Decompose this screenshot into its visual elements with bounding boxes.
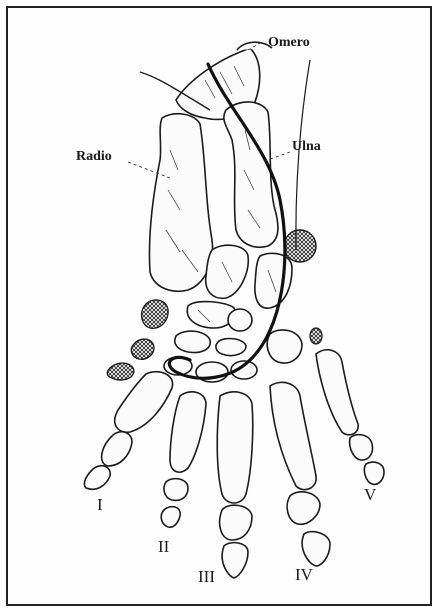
digit-label-iii: III bbox=[198, 567, 215, 586]
pisiform-bone bbox=[284, 230, 316, 262]
digit-ii-bones bbox=[161, 392, 206, 527]
digit-label-v: V bbox=[364, 485, 377, 504]
digit-v-bones bbox=[316, 350, 384, 485]
sesamoid-bone-4 bbox=[310, 328, 322, 344]
limb-outline-right bbox=[296, 60, 310, 250]
sesamoid-bone-2 bbox=[131, 339, 154, 359]
sesamoid-bone-1 bbox=[142, 300, 169, 328]
digit-iii-bones bbox=[217, 392, 253, 578]
digit-label-iv: IV bbox=[295, 565, 314, 584]
digit-label-ii: II bbox=[158, 537, 170, 556]
label-radius: Radio bbox=[76, 149, 112, 164]
radius-bone bbox=[149, 114, 212, 291]
label-ulna: Ulna bbox=[292, 139, 321, 154]
label-humerus: Omero bbox=[268, 35, 310, 50]
digit-iv-bones bbox=[270, 382, 330, 566]
digit-label-i: I bbox=[97, 495, 103, 514]
digit-i-bones bbox=[84, 372, 172, 490]
sesamoid-bone-3 bbox=[107, 363, 134, 380]
ulna-bone bbox=[224, 102, 278, 247]
